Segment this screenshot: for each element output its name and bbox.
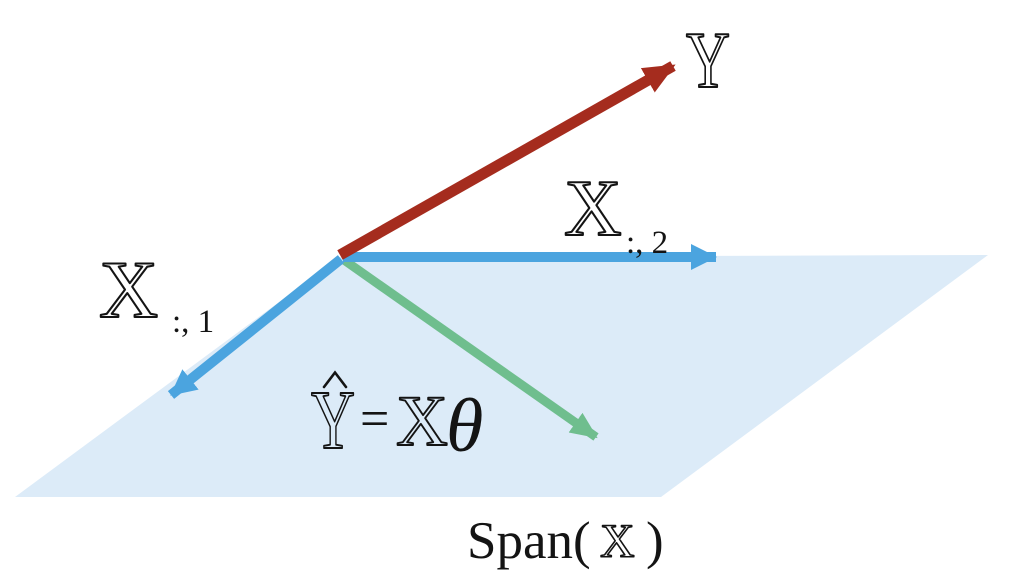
label-y-hat: Y [311,374,355,467]
label-span-x: X [600,515,635,568]
label-x-matrix: X [396,381,448,461]
vector-y [337,61,676,260]
vector-x-col-1 [167,255,345,399]
label-y-vector: Y [686,17,730,105]
label-equals: = [360,391,389,448]
label-span-prefix: Span( [467,512,591,570]
label-x-col-1-subscript: :, 1 [172,304,214,340]
label-x-col-2-subscript: :, 2 [626,225,668,261]
label-span-suffix: ) [646,512,664,570]
label-x-col-2: X [564,165,622,253]
label-x-col-1: X [99,244,158,335]
vector-y-hat [341,256,599,441]
circumflex-hat-icon [322,370,348,389]
label-theta: θ [446,384,483,468]
